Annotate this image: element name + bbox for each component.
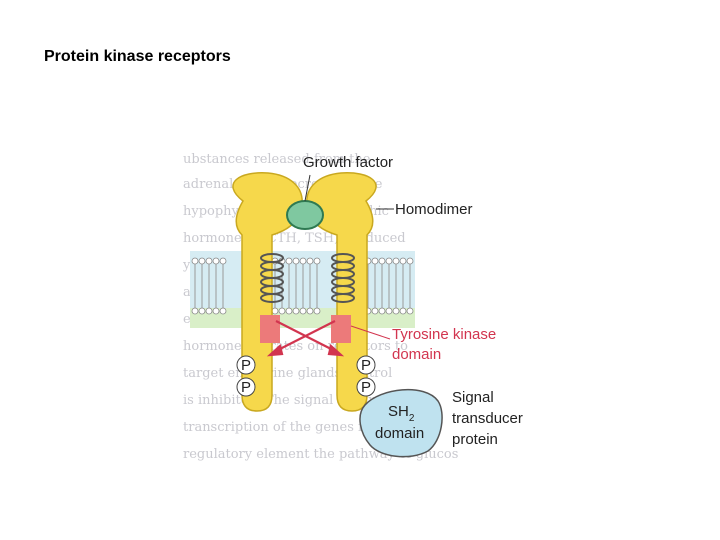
receptor-diagram: ubstances released from the adrenal cort… [180,143,545,473]
homodimer-label: Homodimer [395,201,473,218]
phosphate-right-upper: P [356,355,376,375]
svg-text:P: P [241,357,251,374]
tyrosine-kinase-pointer [350,325,391,340]
phosphate-right-lower: P [356,377,376,397]
kinase-domain-right [331,315,351,343]
slide-title: Protein kinase receptors [44,48,231,65]
signal-label-line2: transducer [452,410,523,427]
sh2-domain-label: domain [375,425,424,442]
svg-text:transcription of the genes for: transcription of the genes for [183,420,378,435]
transmembrane-helix-left [260,253,284,303]
signal-label-line1: Signal [452,389,494,406]
svg-text:hormones (ACTH, TSH) produced: hormones (ACTH, TSH) produced [183,231,406,246]
svg-text:P: P [361,357,371,374]
tyrosine-kinase-label-line2: domain [392,346,441,363]
sh2-label: SH2 [388,403,415,424]
signal-transducer-protein [359,388,443,458]
phosphate-left-lower: P [236,377,256,397]
kinase-domain-left [260,315,280,343]
svg-text:P: P [241,379,251,396]
growth-factor-label: Growth factor [303,154,393,171]
phosphate-left-upper: P [236,355,256,375]
svg-text:ubstances released from the: ubstances released from the [183,152,371,167]
cell-membrane [190,251,415,328]
svg-text:P: P [361,379,371,396]
signal-label-line3: protein [452,431,498,448]
growth-factor-pointer [304,174,311,202]
transmembrane-helix-right [331,253,355,303]
tyrosine-kinase-label-line1: Tyrosine kinase [392,326,496,343]
cross-phosphorylation-arrows [266,320,345,357]
growth-factor [286,200,324,230]
